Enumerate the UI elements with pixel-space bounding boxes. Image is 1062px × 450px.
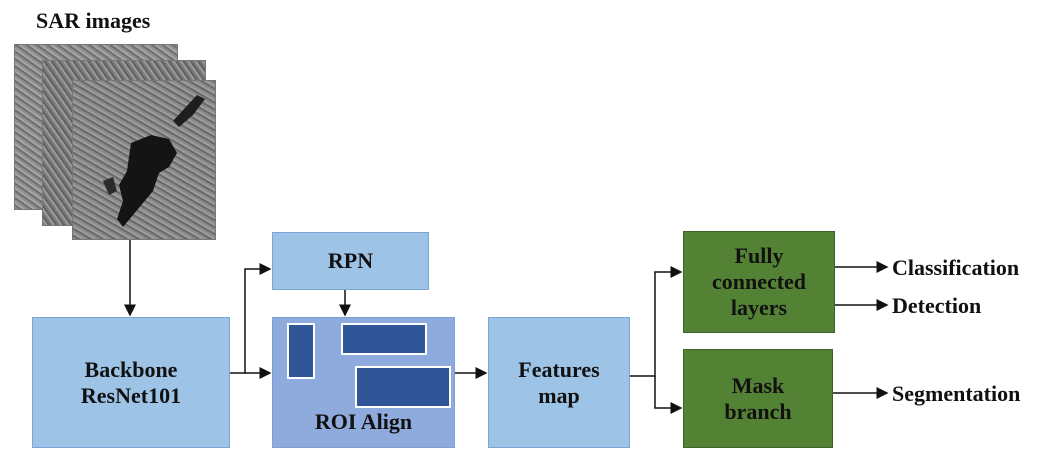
- segmentation-label: Segmentation: [892, 381, 1021, 406]
- rpn-label: RPN: [327, 248, 374, 273]
- arrow-features-to-mask: [654, 376, 683, 414]
- roi-align-label: ROI Align: [314, 409, 413, 434]
- mask-branch-label: Mask branch: [724, 372, 792, 424]
- features-map-label: Features map: [518, 356, 600, 408]
- features-map-box: Features map: [488, 317, 630, 448]
- roi-region-bottom: [355, 366, 451, 408]
- arrow-backbone-to-rpn: [230, 263, 272, 374]
- oil-spill-shape: [103, 95, 205, 227]
- fully-connected-box: Fully connected layers: [683, 231, 835, 333]
- backbone-label: Backbone ResNet101: [80, 356, 182, 408]
- roi-region-tall: [287, 323, 315, 379]
- fully-connected-label: Fully connected layers: [711, 243, 807, 320]
- backbone-box: Backbone ResNet101: [32, 317, 230, 448]
- rpn-box: RPN: [272, 232, 429, 290]
- roi-align-box: ROI Align: [272, 317, 455, 448]
- classification-label: Classification: [892, 255, 1020, 280]
- arrow-features-to-fc: [630, 266, 683, 377]
- sar-images-title: SAR images: [36, 8, 151, 33]
- sar-image-front: [72, 80, 216, 240]
- roi-region-top: [341, 323, 427, 355]
- detection-label: Detection: [892, 293, 982, 318]
- mask-branch-box: Mask branch: [683, 349, 833, 448]
